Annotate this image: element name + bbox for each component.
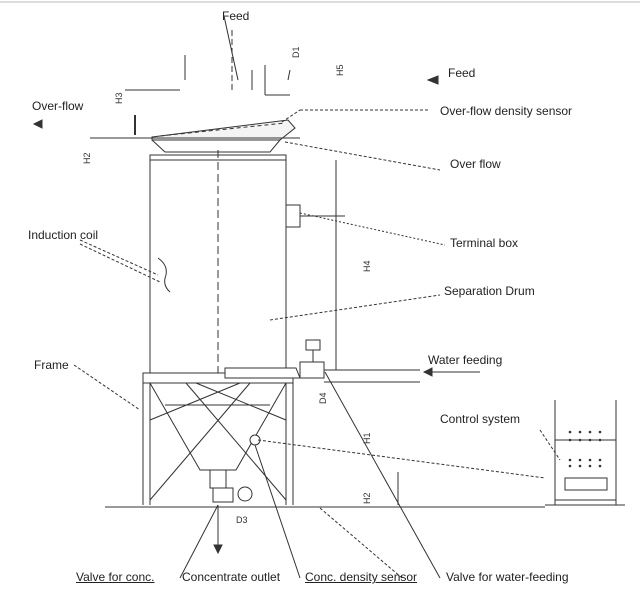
dim-h2: H2	[82, 152, 92, 164]
dim-h4: H4	[362, 260, 372, 272]
dim-h5: H5	[335, 64, 345, 76]
label-terminal-box: Terminal box	[450, 236, 519, 250]
label-over-flow: Over flow	[450, 157, 501, 171]
label-separation-drum: Separation Drum	[444, 284, 535, 298]
label-feed-right: Feed	[448, 66, 476, 80]
dim-d3: D3	[236, 515, 248, 525]
label-valve-for-water-feeding: Valve for water-feeding	[446, 570, 569, 584]
dim-d4: D4	[318, 392, 328, 404]
label-frame: Frame	[34, 358, 69, 372]
label-water-feeding: Water feeding	[428, 353, 503, 367]
dim-h3: H3	[114, 92, 124, 104]
dim-d1: D1	[291, 46, 301, 58]
label-valve-for-conc: Valve for conc.	[76, 570, 155, 584]
label-overflow-density-sensor: Over-flow density sensor	[440, 104, 573, 118]
label-overflow-left: Over-flow	[32, 99, 84, 113]
label-concentrate-outlet: Concentrate outlet	[182, 570, 281, 584]
dim-h2-bottom: H2	[362, 492, 372, 504]
label-conc-density-sensor: Conc. density sensor	[305, 570, 418, 584]
dim-h1: H1	[362, 432, 372, 444]
label-control-system: Control system	[440, 412, 521, 426]
label-feed-top: Feed	[222, 9, 250, 23]
label-induction-coil: Induction coil	[28, 228, 99, 242]
